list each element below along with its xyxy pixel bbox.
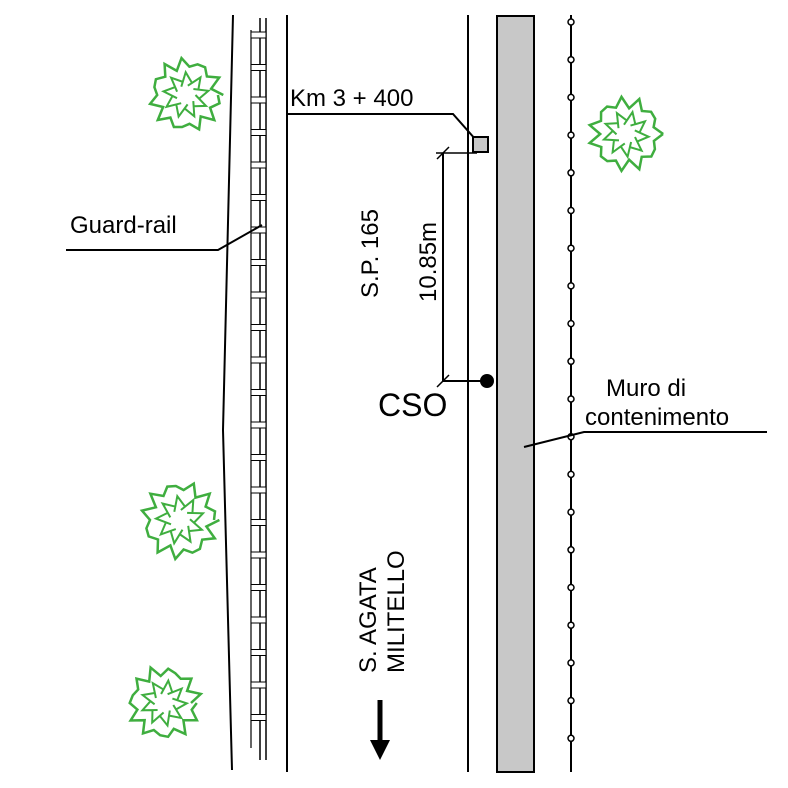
tree-icon — [587, 94, 664, 174]
tree-icon — [147, 55, 224, 132]
direction-label-line2: MILITELLO — [383, 550, 410, 673]
guard-rail-post — [250, 454, 267, 461]
guard-rail-post — [250, 64, 267, 71]
road-name-label: S.P. 165 — [357, 209, 384, 298]
fence-post — [567, 55, 575, 64]
fence-post — [567, 319, 575, 328]
fence-post — [567, 583, 575, 592]
guard-rail-post — [250, 31, 267, 39]
guard-rail-post — [250, 616, 267, 624]
direction-label-line1: S. AGATA — [355, 567, 382, 673]
guard-rail-post — [250, 519, 267, 526]
cso-label: CSO — [378, 387, 447, 423]
square-marker-icon — [472, 136, 489, 153]
guard-rail-post — [250, 389, 267, 396]
guard-rail-leader — [66, 224, 263, 251]
wall-label-line1: Muro di — [606, 375, 686, 402]
distance-dimension — [436, 146, 487, 388]
fence-post — [567, 357, 575, 366]
fence-post — [567, 131, 575, 139]
guard-rail-post — [250, 356, 267, 364]
fence-post — [567, 470, 575, 479]
km-leader-line — [288, 113, 477, 141]
arrow-down-icon — [370, 700, 390, 760]
guard-rail-post — [250, 194, 267, 201]
km-label: Km 3 + 400 — [290, 85, 413, 112]
guard-rail-post — [250, 161, 267, 169]
fence-post — [567, 621, 575, 629]
guard-rail-post — [250, 486, 267, 494]
guard-rail-post — [250, 291, 267, 299]
tree-icon — [139, 481, 220, 562]
guard-rail-label: Guard-rail — [70, 212, 177, 239]
guard-rail-post — [250, 421, 267, 429]
guard-rail-post — [250, 584, 267, 591]
verge-edge-line — [221, 14, 234, 771]
guard-rail-post — [250, 259, 267, 266]
fence-post — [567, 206, 575, 215]
fence-post — [567, 659, 575, 667]
guard-rail-post — [250, 681, 267, 689]
wall-leader-line — [523, 431, 767, 448]
fence-post — [567, 93, 575, 102]
fence — [567, 15, 575, 772]
guard-rail-post — [250, 96, 267, 104]
fence-post — [567, 734, 575, 743]
guard-rail-post — [250, 551, 267, 559]
trees — [128, 55, 664, 739]
fence-post — [567, 169, 575, 177]
guard-rail-post — [250, 714, 267, 721]
fence-posts — [567, 18, 575, 743]
guard-rail-post — [250, 129, 267, 136]
fence-post — [567, 508, 575, 516]
guard-rail-posts — [250, 31, 267, 721]
tree-icon — [128, 665, 204, 739]
guard-rail — [250, 18, 267, 760]
fence-post — [567, 696, 575, 705]
guard-rail-post — [250, 649, 267, 656]
distance-label: 10.85m — [415, 222, 442, 302]
fence-post — [567, 18, 575, 26]
filled-dot-icon — [480, 374, 494, 388]
fence-post — [567, 244, 575, 252]
fence-post — [567, 546, 575, 554]
retaining-wall — [496, 15, 535, 773]
wall-label-line2: contenimento — [585, 404, 729, 431]
fence-post — [567, 282, 575, 290]
guard-rail-post — [250, 324, 267, 331]
fence-post — [567, 395, 575, 403]
